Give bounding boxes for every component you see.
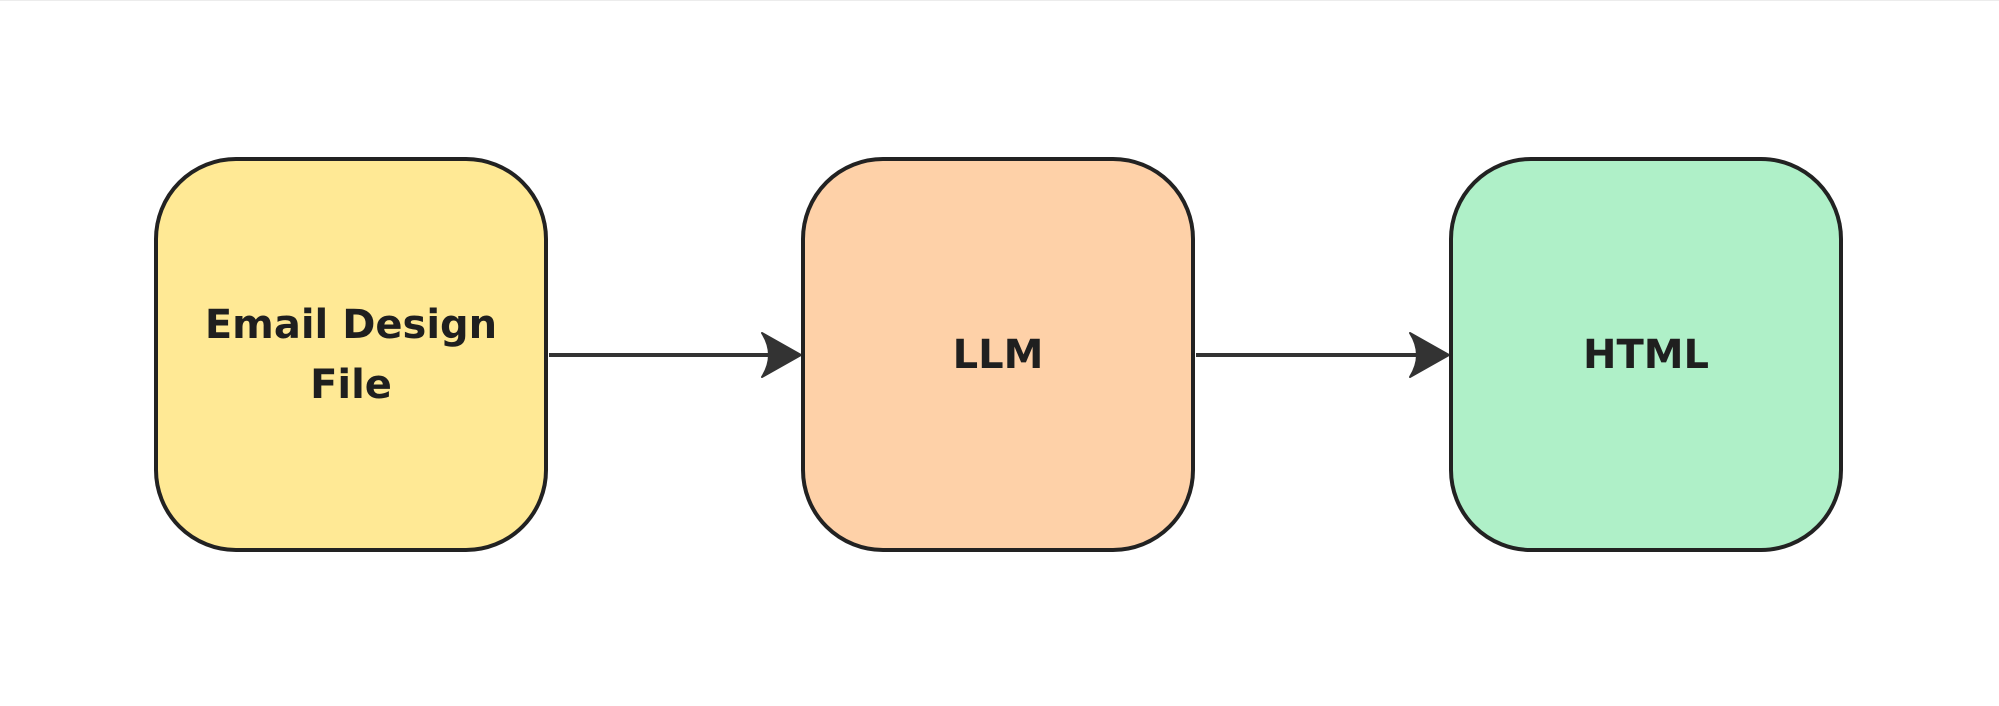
edge-email-design-file-to-llm (549, 332, 802, 378)
node-label: HTML (1582, 331, 1710, 378)
arrowhead-icon (1409, 332, 1450, 378)
node-llm[interactable]: LLM (801, 157, 1195, 552)
node-label: LLM (952, 331, 1044, 378)
edge-llm-to-html (1196, 332, 1450, 378)
node-html[interactable]: HTML (1449, 157, 1843, 552)
arrowhead-icon (761, 332, 802, 378)
node-email-design-file[interactable]: Email Design File (154, 157, 548, 552)
node-label: Email Design File (204, 301, 498, 408)
